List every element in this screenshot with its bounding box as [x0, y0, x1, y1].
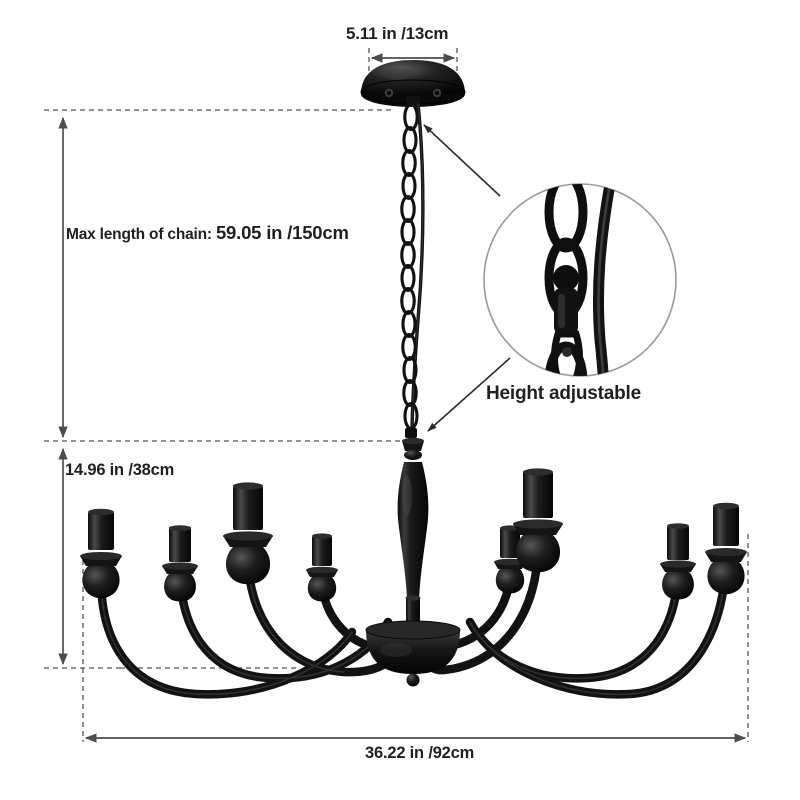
- height-adjustable-callout-label: Height adjustable: [486, 383, 641, 404]
- candle-holder-1: [80, 508, 122, 599]
- magnifier-circle-icon: [483, 183, 677, 377]
- candle-holder-3: [223, 482, 273, 585]
- ceiling-canopy-icon: [360, 60, 466, 107]
- candle-holder-6: [513, 468, 563, 573]
- arm-left-2: [175, 563, 393, 683]
- leader-line-top: [423, 124, 501, 197]
- candle-holders: [80, 468, 747, 602]
- chain-length-label: Max length of chain: 59.05 in /150cm: [66, 222, 349, 244]
- candle-holder-5: [494, 525, 526, 594]
- fixture-height-label: 14.96 in /38cm: [65, 461, 175, 479]
- dimension-arrows: [58, 53, 747, 743]
- fixture-width-label: 36.22 in /92cm: [365, 744, 475, 762]
- chain-length-prefix: Max length of chain:: [66, 226, 216, 243]
- chain-connector: [551, 265, 583, 376]
- canopy-diameter-label: 5.11 in /13cm: [346, 24, 449, 43]
- leader-line-bottom: [427, 357, 511, 432]
- candle-holder-8: [705, 502, 747, 595]
- candle-holder-4: [306, 533, 338, 602]
- extension-lines: [44, 48, 749, 742]
- candle-holder-2: [162, 525, 198, 602]
- chain-icon: [400, 102, 425, 440]
- callout-leader-lines: [423, 124, 511, 432]
- chain-length-value: 59.05 in /150cm: [215, 222, 349, 243]
- center-bowl: [365, 620, 461, 687]
- chandelier-column: [397, 437, 429, 632]
- candle-holder-7: [660, 523, 696, 600]
- arm-highlights: [100, 555, 727, 696]
